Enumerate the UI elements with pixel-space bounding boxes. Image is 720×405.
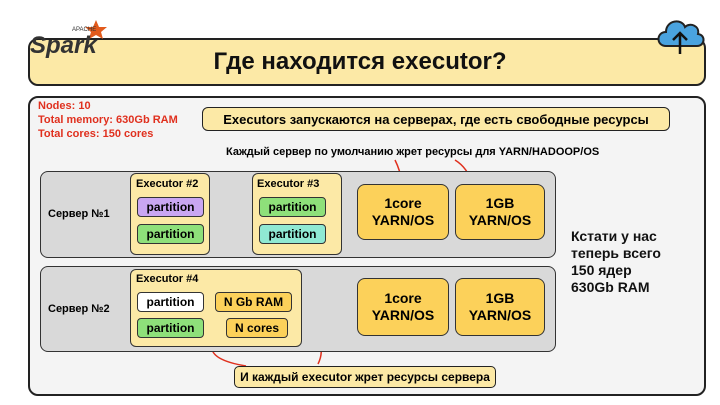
cpu-reserve-line1: 1core [384,195,422,211]
cluster-cores: Total cores: 150 cores [38,128,154,140]
server-2-label: Сервер №2 [48,303,110,315]
server-2-cpu-reserve: 1core YARN/OS [357,278,449,336]
cluster-nodes: Nodes: 10 [38,100,91,112]
partition[interactable]: partition [137,292,204,312]
partition[interactable]: partition [137,318,204,338]
executor-cores-tag: N cores [226,318,288,338]
executor-3-title: Executor #3 [257,178,320,190]
partition[interactable]: partition [259,197,326,217]
ram-reserve-line2: YARN/OS [468,212,532,228]
partition[interactable]: partition [259,224,326,244]
cpu-reserve-line2: YARN/OS [371,212,435,228]
ram-reserve-line2: YARN/OS [468,307,532,323]
server-note: Каждый сервер по умолчанию жрет ресурсы … [226,146,600,158]
cluster-memory: Total memory: 630Gb RAM [38,114,178,126]
logo-spark-text: Spark [30,32,97,59]
side-note-line: теперь всего [571,245,661,261]
server-1-cpu-reserve: 1core YARN/OS [357,184,449,240]
page-title: Где находится executor? [213,48,507,75]
bottom-note: И каждый executor жрет ресурсы сервера [234,366,496,388]
side-note-line: 630Gb RAM [571,279,650,295]
spark-logo: APACHE Spark [26,14,116,60]
server-1-ram-reserve: 1GB YARN/OS [455,184,545,240]
ram-reserve-line1: 1GB [485,195,515,211]
side-note-line: 150 ядер [571,262,632,278]
executors-banner: Executors запускаются на серверах, где е… [202,107,670,131]
executor-ram-tag: N Gb RAM [215,292,292,312]
executor-2-title: Executor #2 [136,178,199,190]
server-2-ram-reserve: 1GB YARN/OS [455,278,545,336]
executor-4-title: Executor #4 [136,273,199,285]
server-1-label: Сервер №1 [48,208,110,220]
spark-star-icon [85,20,107,39]
logo-apache-text: APACHE [72,27,97,33]
side-note: Кстати у нас теперь всего 150 ядер 630Gb… [571,228,661,296]
ram-reserve-line1: 1GB [485,290,515,306]
cloud-upload-icon[interactable] [652,10,708,60]
partition[interactable]: partition [137,197,204,217]
cpu-reserve-line1: 1core [384,290,422,306]
partition[interactable]: partition [137,224,204,244]
cpu-reserve-line2: YARN/OS [371,307,435,323]
title-bar [28,38,706,86]
side-note-line: Кстати у нас [571,228,657,244]
